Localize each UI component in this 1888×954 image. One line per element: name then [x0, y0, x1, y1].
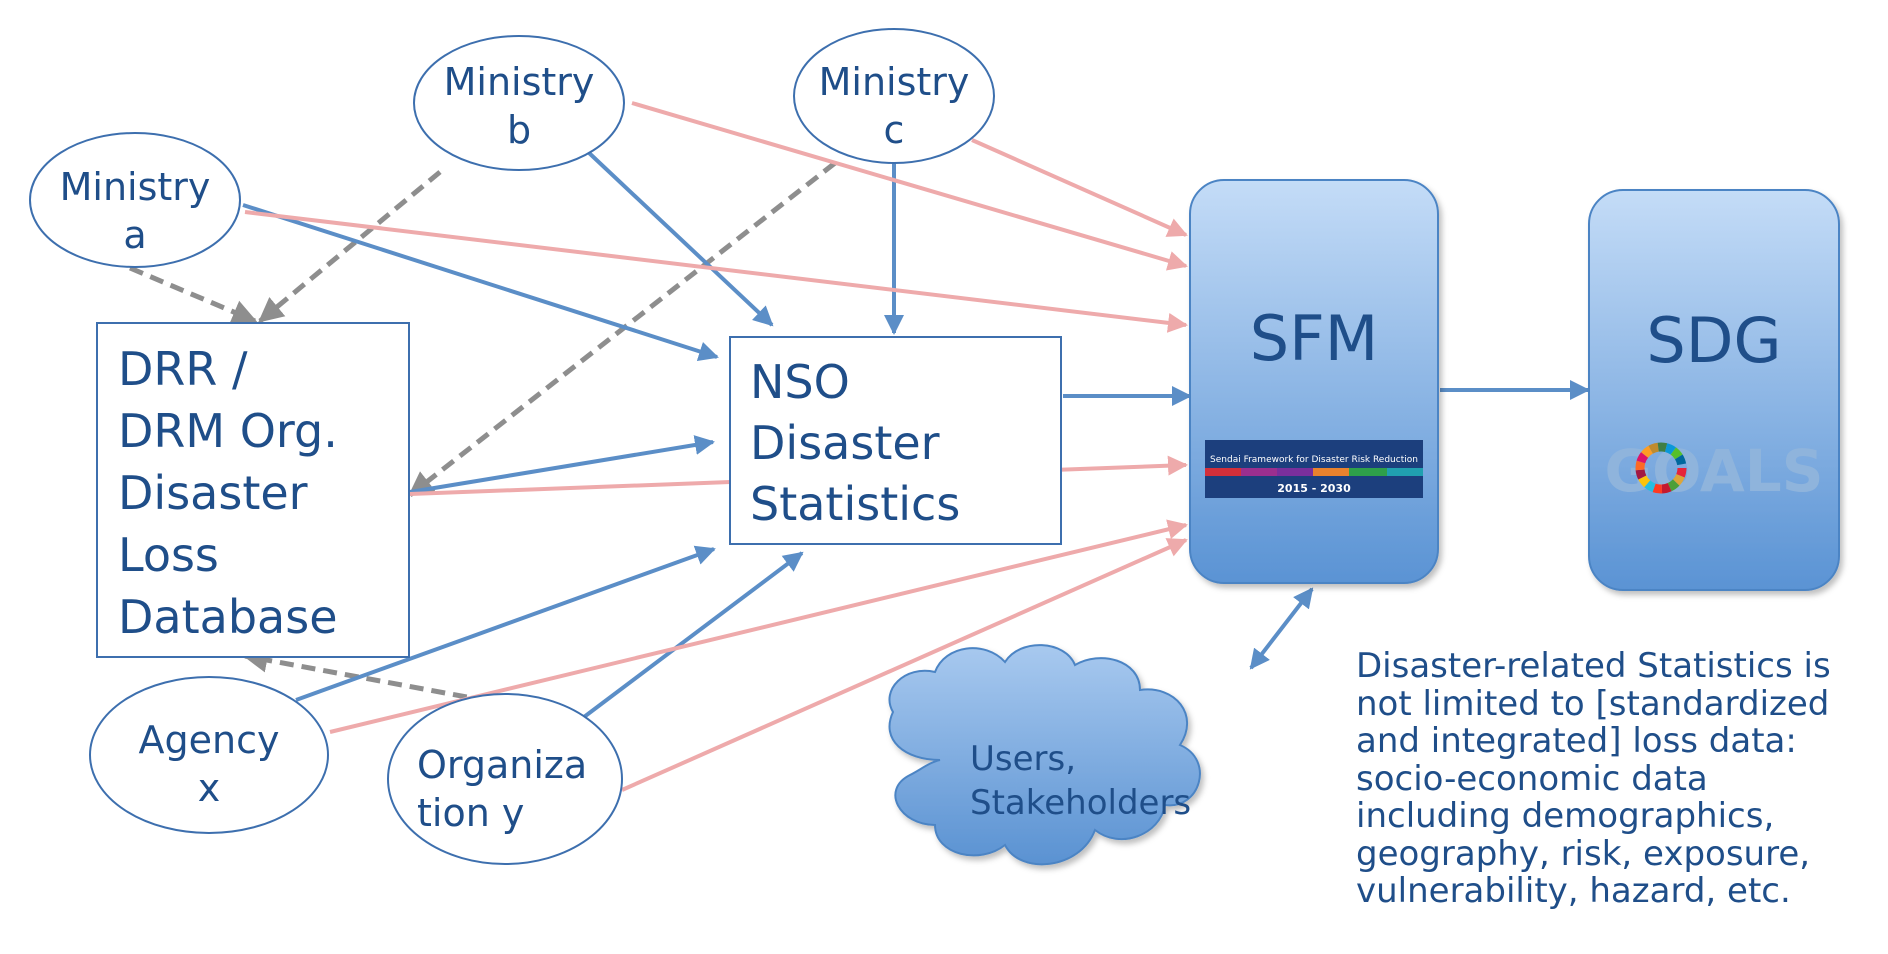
drr-line-3: Disaster — [118, 466, 308, 520]
node-ministry-a: Ministry a — [29, 132, 241, 268]
drr-line-2: DRM Org. — [118, 404, 338, 458]
ministry-c-line-1: Ministry — [819, 60, 970, 104]
node-sfm — [1189, 179, 1439, 584]
agency-x-line-2: x — [198, 766, 221, 810]
node-ministry-b: Ministry b — [413, 35, 625, 171]
users-line-2: Stakeholders — [970, 783, 1191, 823]
node-drr-database: DRR / DRM Org. Disaster Loss Database — [96, 322, 410, 658]
node-ministry-c: Ministry c — [793, 28, 995, 164]
note-line-5: including demographics, — [1356, 796, 1775, 836]
note-line-1: Disaster-related Statistics is — [1356, 646, 1831, 686]
arrow-ministry-c-to-sfm — [971, 138, 1188, 237]
ministry-b-line-2: b — [507, 108, 531, 152]
ministry-a-line-2: a — [123, 213, 146, 257]
organization-y-line-1: Organiza — [417, 743, 587, 787]
nso-line-3: Statistics — [750, 477, 960, 531]
arrow-users-sfm — [1249, 587, 1314, 670]
arrow-ministry-a-to-nso — [242, 203, 719, 362]
ministry-c-line-2: c — [884, 108, 905, 152]
disaster-statistics-note: Disaster-related Statistics is not limit… — [1356, 646, 1876, 911]
users-line-1: Users, — [970, 739, 1076, 779]
arrow-ministry-a-to-sfm — [244, 210, 1188, 333]
arrow-ministry-c-to-drr — [408, 161, 837, 497]
arrow-drr-to-nso — [409, 435, 715, 494]
note-line-4: socio-economic data — [1356, 758, 1708, 799]
drr-line-5: Database — [118, 590, 338, 644]
sendai-framework-logo: Sendai Framework for Disaster Risk Reduc… — [1205, 440, 1423, 498]
nso-line-2: Disaster — [750, 416, 940, 470]
note-line-6: geography, risk, exposure, — [1356, 833, 1811, 874]
arrow-ministry-b-to-sfm — [631, 101, 1188, 271]
ministry-b-line-1: Ministry — [444, 60, 595, 104]
arrow-ministry-a-to-drr — [129, 265, 258, 324]
note-line-3: and integrated] loss data: — [1356, 721, 1797, 761]
arrow-ministry-b-to-nso — [585, 149, 774, 327]
sfm-title: SFM — [1250, 302, 1379, 375]
node-users-cloud — [888, 644, 1201, 866]
arrow-agency-x-to-nso — [295, 545, 716, 702]
node-sdg — [1588, 189, 1840, 591]
note-line-2: not limited to [standardized — [1356, 683, 1830, 724]
arrow-org-y-to-nso — [578, 551, 804, 722]
node-organization-y: Organiza tion y — [387, 693, 623, 865]
organization-y-line-2: tion y — [417, 791, 524, 835]
agency-x-line-1: Agency — [139, 718, 280, 762]
node-agency-x: Agency x — [89, 676, 329, 834]
sendai-banner-text: Sendai Framework for Disaster Risk Reduc… — [1210, 455, 1418, 465]
nso-line-1: NSO — [750, 355, 850, 409]
drr-line-4: Loss — [118, 528, 219, 582]
arrow-org-y-to-sfm — [621, 538, 1188, 792]
ministry-a-line-1: Ministry — [60, 165, 211, 209]
sdg-title: SDG — [1646, 304, 1781, 377]
note-line-7: vulnerability, hazard, etc. — [1356, 871, 1791, 911]
sendai-banner-years: 2015 - 2030 — [1277, 482, 1351, 495]
arrow-org-y-to-drr — [242, 647, 511, 708]
drr-line-1: DRR / — [118, 342, 248, 396]
node-nso-disaster-statistics: NSO Disaster Statistics — [729, 336, 1062, 545]
sdg-goals-logo: GOALS — [1605, 437, 1824, 505]
sdg-color-wheel-icon — [1635, 442, 1687, 494]
arrow-ministry-b-to-drr — [258, 170, 442, 323]
